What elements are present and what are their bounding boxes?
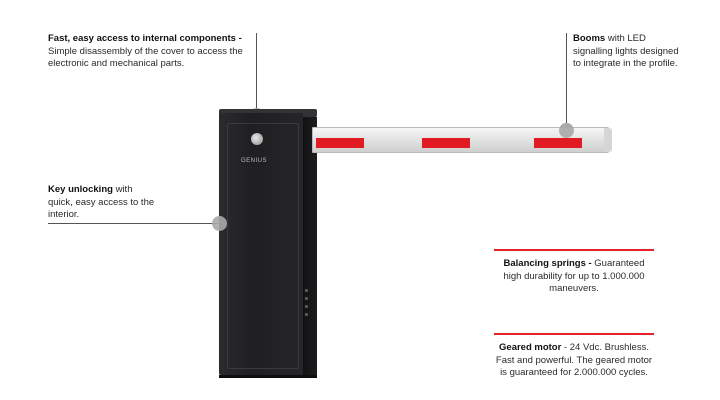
callout-booms-title: Booms <box>573 33 606 44</box>
cabinet-front: GENIUS <box>219 113 303 375</box>
divider-springs <box>494 249 654 251</box>
callout-key-body: with quick, easy access to the interior. <box>48 184 155 220</box>
leader-line-booms <box>566 33 567 131</box>
vent-slot <box>305 305 308 308</box>
boom-led-stripe <box>316 138 364 148</box>
vent-slot <box>305 297 308 300</box>
cabinet-panel <box>227 123 299 369</box>
callout-components-title: Fast, easy access to internal components… <box>48 33 242 44</box>
vent-slot <box>305 289 308 292</box>
callout-components-body: Simple disassembly of the cover to acces… <box>48 45 243 70</box>
callout-dot-booms-front <box>559 123 574 138</box>
callout-key: Key unlocking with quick, easy access to… <box>48 184 156 222</box>
callout-booms-body: with LED signalling lights designed to i… <box>573 33 679 69</box>
brand-logo: GENIUS <box>241 158 268 164</box>
key-lock-icon <box>251 133 263 145</box>
cabinet-base <box>219 375 317 378</box>
leader-line-key <box>48 223 220 224</box>
callout-dot-key <box>212 216 227 231</box>
divider-motor <box>494 333 654 335</box>
cabinet-side <box>303 117 317 375</box>
callout-key-title: Key unlocking <box>48 184 113 195</box>
barrier-cabinet: GENIUS <box>219 109 317 378</box>
callout-motor-title: Geared motor <box>499 342 562 353</box>
callout-motor-body: - 24 Vdc. Brushless. Fast and powerful. … <box>495 342 653 378</box>
boom-end-cap <box>604 128 612 152</box>
callout-components: Fast, easy access to internal components… <box>48 33 248 71</box>
callout-springs-title: Balancing springs - <box>503 258 592 269</box>
callout-motor: Geared motor - 24 Vdc. Brushless. Fast a… <box>494 342 654 380</box>
boom-led-stripe <box>534 138 582 148</box>
leader-line-components <box>256 33 257 116</box>
boom-led-stripe <box>422 138 470 148</box>
callout-springs: Balancing springs - Guaranteed high dura… <box>494 258 654 296</box>
vent-slot <box>305 313 308 316</box>
callout-springs-body: Guaranteed high durability for up to 1.0… <box>503 258 645 294</box>
callout-booms: Booms with LED signalling lights designe… <box>573 33 683 71</box>
cabinet-vents <box>305 289 309 321</box>
